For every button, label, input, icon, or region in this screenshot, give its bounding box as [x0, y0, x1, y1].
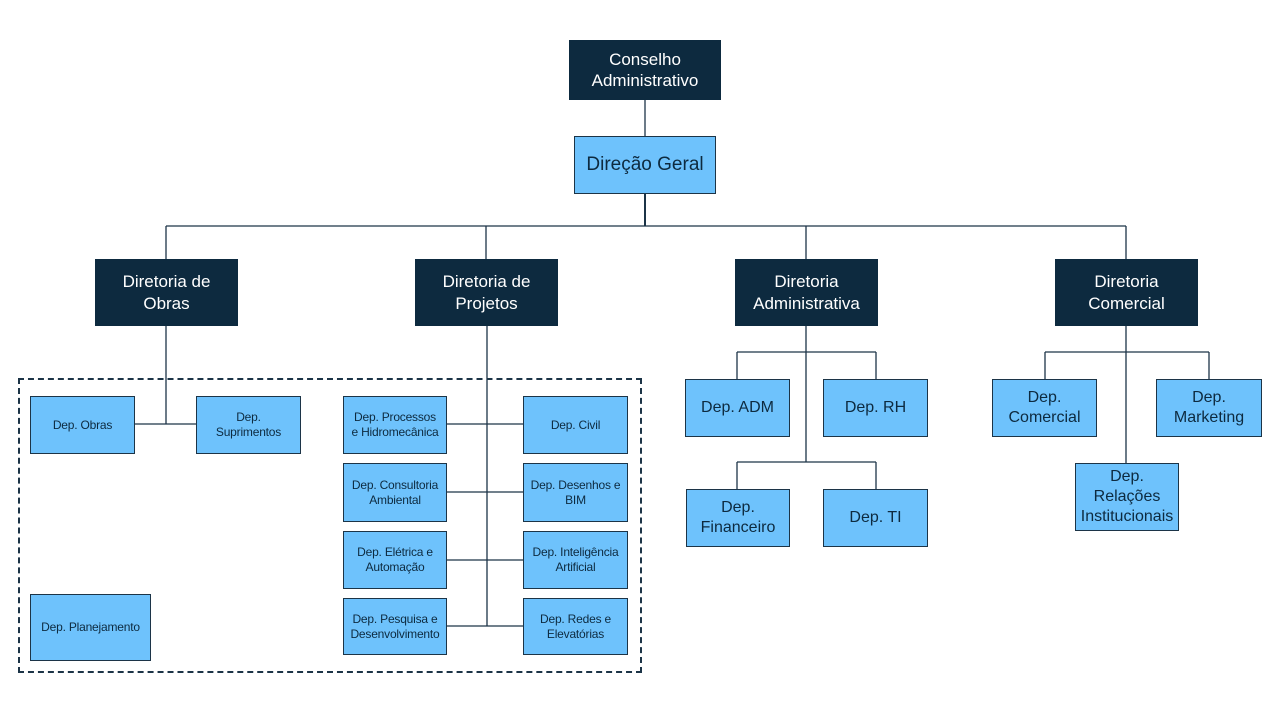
node-dep-adm: Dep. ADM [685, 379, 790, 437]
node-direcao-geral: Direção Geral [574, 136, 716, 194]
node-diretoria-administrativa: Diretoria Administrativa [735, 259, 878, 326]
node-dep-marketing: Dep. Marketing [1156, 379, 1262, 437]
node-dep-comercial: Dep. Comercial [992, 379, 1097, 437]
node-conselho-administrativo: Conselho Administrativo [569, 40, 721, 100]
node-dep-relacoes-institucionais: Dep. Relações Institucionais [1075, 463, 1179, 531]
node-dep-suprimentos: Dep. Suprimentos [196, 396, 301, 454]
node-diretoria-obras: Diretoria de Obras [95, 259, 238, 326]
node-dep-civil: Dep. Civil [523, 396, 628, 454]
node-dep-ti: Dep. TI [823, 489, 928, 547]
node-dep-rh: Dep. RH [823, 379, 928, 437]
node-dep-pesquisa-desenvolvimento: Dep. Pesquisa e Desenvolvimento [343, 598, 447, 655]
node-dep-processos-hidromecanica: Dep. Processos e Hidromecânica [343, 396, 447, 454]
node-dep-redes-elevatorias: Dep. Redes e Elevatórias [523, 598, 628, 655]
node-dep-planejamento: Dep. Planejamento [30, 594, 151, 661]
node-dep-financeiro: Dep. Financeiro [686, 489, 790, 547]
node-dep-obras: Dep. Obras [30, 396, 135, 454]
obras-projetos-group-border [18, 378, 642, 673]
node-dep-inteligencia-artificial: Dep. Inteligência Artificial [523, 531, 628, 589]
node-dep-eletrica-automacao: Dep. Elétrica e Automação [343, 531, 447, 589]
node-diretoria-projetos: Diretoria de Projetos [415, 259, 558, 326]
node-dep-consultoria-ambiental: Dep. Consultoria Ambiental [343, 463, 447, 522]
node-diretoria-comercial: Diretoria Comercial [1055, 259, 1198, 326]
node-dep-desenhos-bim: Dep. Desenhos e BIM [523, 463, 628, 522]
